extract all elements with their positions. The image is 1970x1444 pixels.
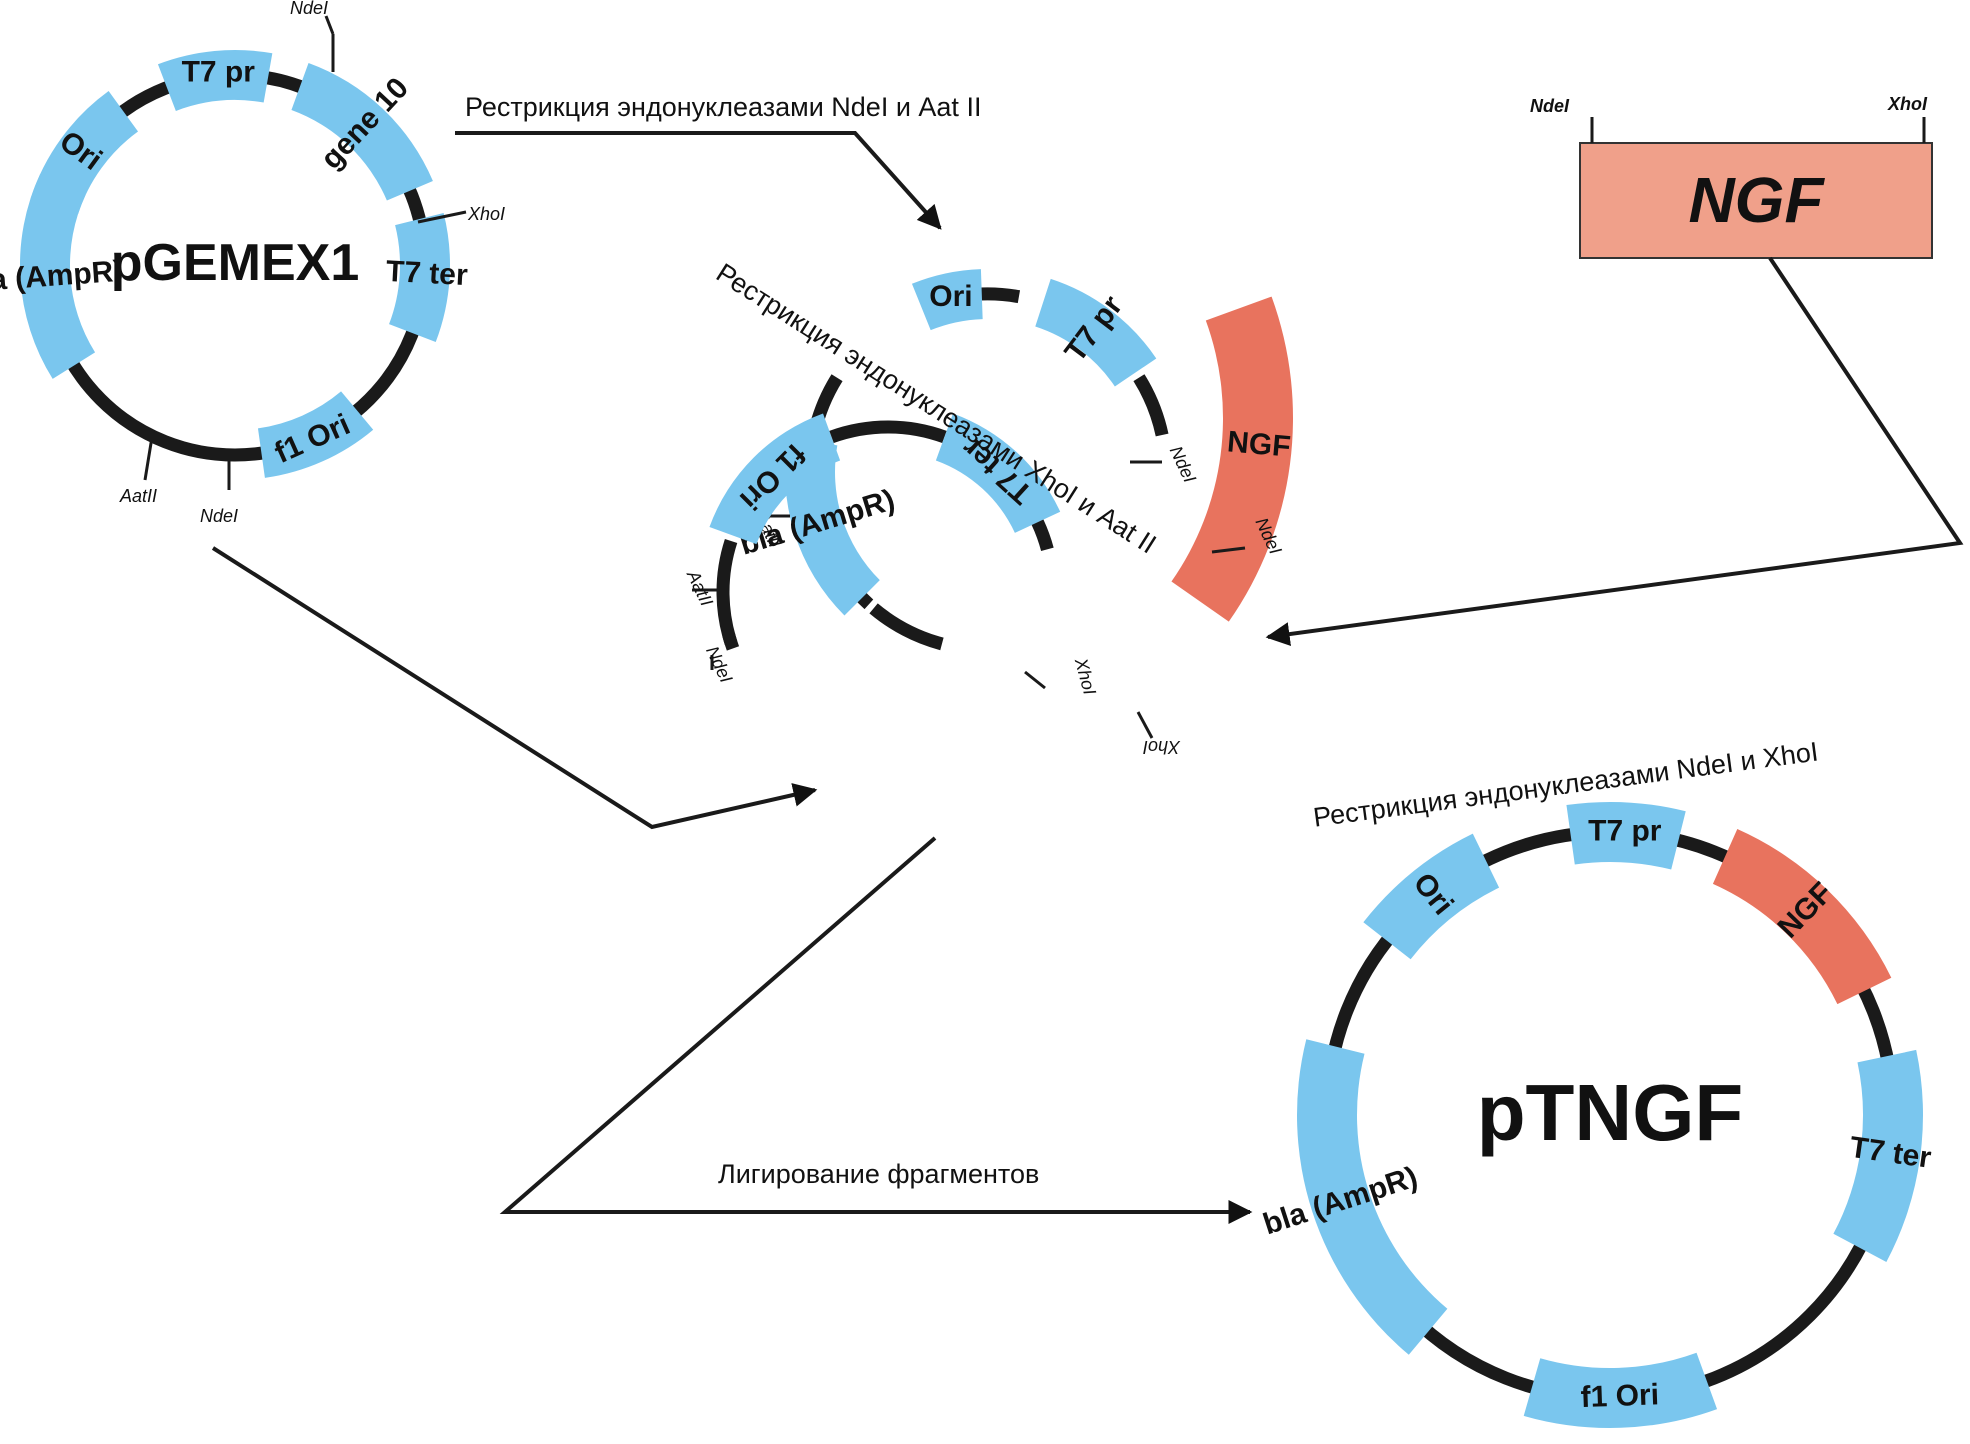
insert-ngf-curved: NGF NdeI XhoI [1136, 296, 1293, 757]
insert-ngf-box-site-xhoi: XhoI [1887, 94, 1928, 114]
insert-ngf-label: NGF [1226, 425, 1292, 463]
ptngf-label-f1-ori: f1 Ori [1580, 1378, 1659, 1414]
arrow-label-ligation: Лигирование фрагментов [718, 1159, 1039, 1189]
arrow-label-ndei-xhoi: Рестрикция эндонуклеазами NdeI и XhoI [1311, 737, 1820, 833]
arrow-line-xhoi-aatii [211, 546, 818, 830]
fragment-a-segment-bla [785, 436, 880, 616]
fragment-a-segment-t7-pr [1035, 278, 1157, 387]
ptngf-segment-t7-pr [1566, 802, 1686, 870]
arrow-line-ndei-xhoi [1265, 256, 1964, 646]
fragment-b-site-xhoi: XhoI [1071, 655, 1100, 697]
fragment-a-backbone-4 [869, 603, 944, 651]
fragment-b-backbone-1 [716, 539, 740, 651]
pgemex1-site-leader-ndei-top [324, 15, 335, 35]
pgemex1-site-aatii: AatII [119, 486, 157, 506]
plasmid-ptngf: Ori T7 pr NGF T7 ter f1 Ori bla (AmpR) p… [1259, 802, 1934, 1428]
pgemex1-segment-gene-10 [291, 62, 433, 201]
fragment-b-backbone-4 [1031, 519, 1054, 552]
pgemex1-site-tick-xhoi [417, 210, 467, 224]
pgemex1-site-ndei-top: NdeI [290, 0, 328, 18]
pgemex1-site-ndei-bottom: NdeI [200, 506, 238, 526]
ptngf-segment-ori [1363, 833, 1500, 960]
pgemex1-name: pGEMEX1 [111, 234, 360, 292]
pgemex1-label-t7-ter: T7 ter [385, 255, 469, 292]
pgemex1-segment-t7-ter [389, 212, 451, 343]
fragment-b-site-ndei: NdeI [702, 643, 736, 686]
insert-ngf-site-tick-ndei [1211, 546, 1246, 554]
arrow-line-ligation [499, 836, 1253, 1224]
ptngf-segment-bla [1297, 1039, 1448, 1355]
arrow-restriction-ndei-aatii: Рестрикция эндонуклеазами NdeI и Aat II [455, 92, 981, 230]
fragment-a-segment-ori [911, 269, 983, 331]
ptngf-label-t7-pr: T7 pr [1588, 814, 1662, 847]
insert-ngf-box-rect [1579, 142, 1933, 259]
insert-ngf-arc [1171, 296, 1293, 622]
insert-ngf-site-tick-xhoi [1136, 711, 1154, 739]
ptngf-segment-t7-ter [1833, 1049, 1923, 1262]
insert-ngf-box: NGF NdeI XhoI [1530, 94, 1933, 259]
ptngf-segment-f1-ori [1523, 1352, 1718, 1428]
pgemex1-segment-bla [20, 174, 96, 379]
fragment-a-label-ori: Ori [929, 280, 972, 313]
arrow-restriction-ndei-xhoi: Рестрикция эндонуклеазами NdeI и XhoI [1265, 256, 1964, 833]
arrow-label-ndei-aatii: Рестрикция эндонуклеазами NdeI и Aat II [465, 92, 981, 122]
fragment-b-segment-t7-ter [935, 413, 1061, 533]
insert-ngf-site-xhoi: XhoI [1143, 737, 1181, 757]
ptngf-segment-ngf [1712, 829, 1892, 1005]
fragment-b-site-tick-xhoi [1024, 670, 1046, 690]
fragment-a-backbone-3 [1133, 374, 1169, 437]
ptngf-name: pTNGF [1477, 1068, 1744, 1157]
arrow-ligation: Лигирование фрагментов [499, 836, 1253, 1224]
fragment-b-segment-f1-ori [709, 413, 841, 545]
fragment-a-site-ndei: NdeI [1166, 443, 1200, 486]
pgemex1-site-tick-aatii [143, 436, 154, 481]
fragment-b-backbone-3 [829, 420, 947, 444]
pgemex1-segment-t7-pr [157, 50, 273, 111]
arrow-line-ndei-aatii [455, 131, 942, 230]
insert-ngf-box-site-ndei: NdeI [1530, 96, 1570, 116]
fragment-b-site-aatii: AatII [683, 566, 717, 609]
pgemex1-label-t7-pr: T7 pr [182, 56, 256, 89]
fragment-b-backbone-2 [722, 632, 738, 645]
insert-ngf-box-label: NGF [1688, 164, 1825, 236]
pgemex1-site-xhoi: XhoI [467, 204, 505, 224]
plasmid-pgemex1: Ori T7 pr gene 10 T7 ter f1 Ori bla (Amp… [0, 0, 505, 526]
arrow-restriction-xhoi-aatii: Рестрикция эндонуклеазами XhoI и Aat II [211, 258, 1161, 830]
pgemex1-segment-f1-ori [257, 391, 374, 478]
